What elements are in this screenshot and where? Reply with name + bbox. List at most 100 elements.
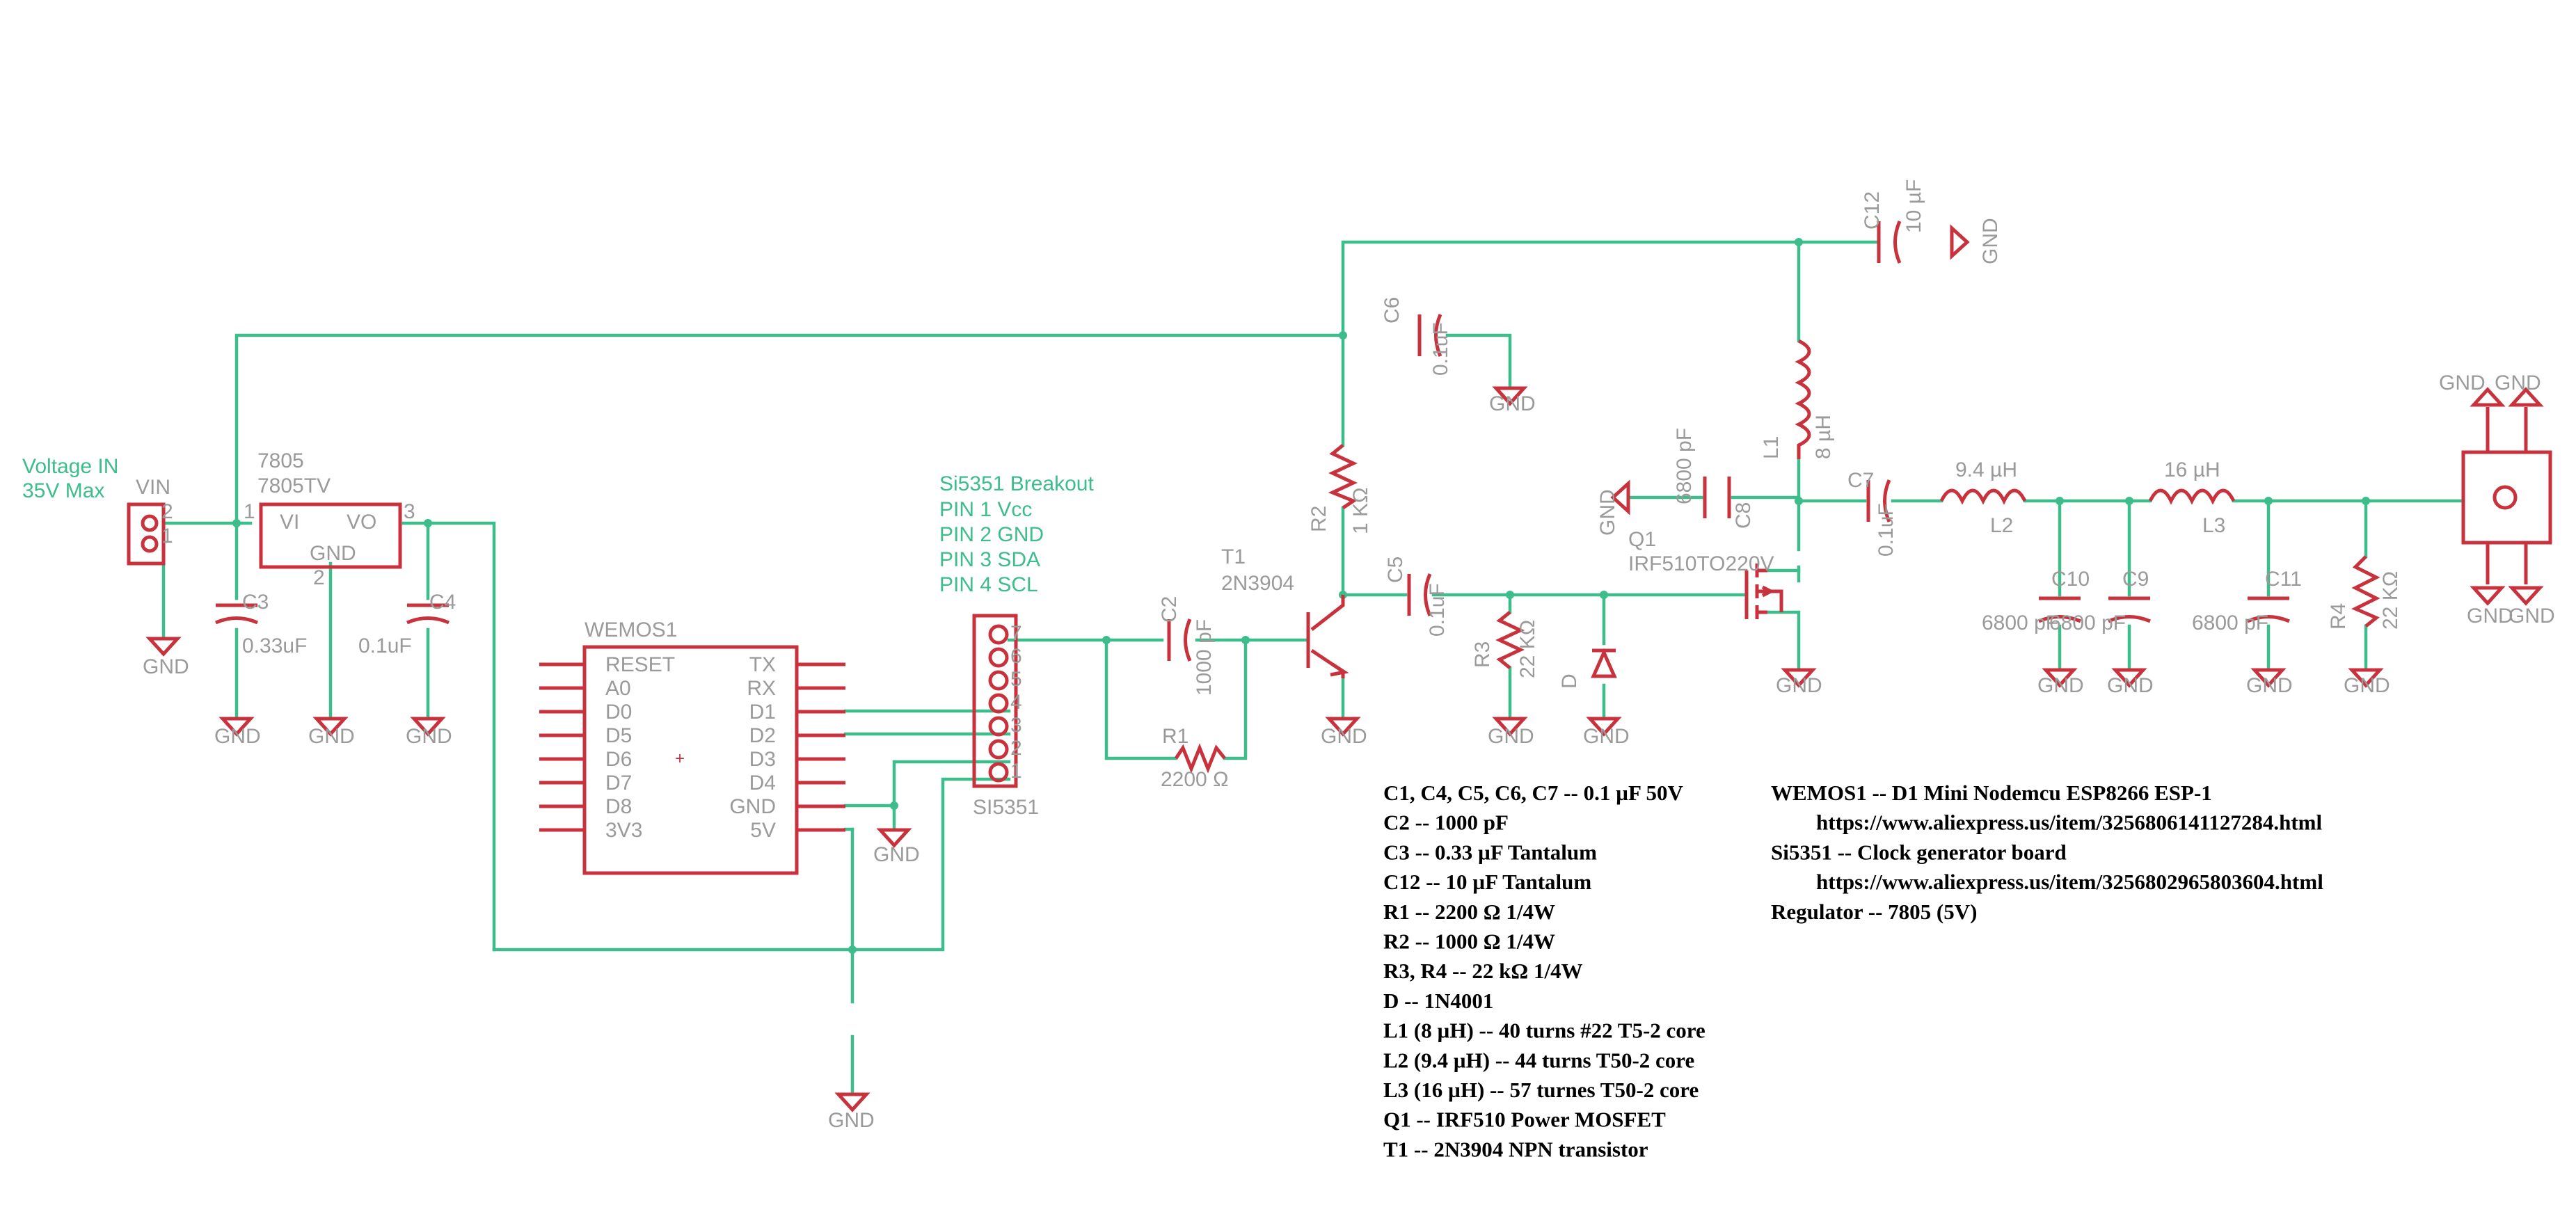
si-pin-circle[interactable] [988,693,1009,714]
reg-name-label: 7805 [257,449,304,472]
svg-text:GND: GND [214,725,261,748]
gnd-diode: GND [1583,717,1630,748]
inductor-l1[interactable]: L1 8 µH [1760,339,1835,459]
gnd-c10: GND [2037,668,2084,697]
inductor-l3[interactable]: 16 µH L3 [2148,458,2236,537]
svg-text:GND: GND [2495,372,2541,394]
svg-text:GND: GND [406,725,452,748]
svg-text:GND: GND [143,655,189,678]
regulator-7805[interactable]: 7805 7805TV VI VO GND 1 2 3 [244,449,415,589]
wemos-origin-mark: + [675,749,685,768]
gnd-c3: GND [214,717,261,748]
c6-value-label: 0.1uF [1429,322,1452,376]
gnd-ant-bottom-left: GND [2467,586,2513,628]
svg-text:GND: GND [1583,725,1630,748]
l1-name-label: L1 [1760,436,1783,459]
vin-connector[interactable]: 2 1 [127,500,173,566]
svg-text:GND: GND [2439,372,2486,394]
si-header-title: Si5351 Breakout [939,472,1094,495]
mosfet-q1[interactable]: Q1 IRF510TO220V [1628,528,1783,619]
d-name-label: D [1558,673,1581,689]
gnd-ant-top-left: GND [2439,372,2506,407]
svg-text:GND: GND [1596,489,1619,536]
vin-label: VIN [136,476,170,499]
gnd-emitter: GND [1321,717,1367,748]
gnd-r4: GND [2344,668,2390,697]
wemos-left-pin-label: D6 [605,748,632,771]
svg-text:GND: GND [828,1109,875,1132]
r3-name-label: R3 [1471,641,1494,668]
svg-text:GND: GND [1489,392,1536,415]
si-pin-description: PIN 3 SDA [939,548,1040,571]
reg-pin1-label: 1 [244,500,255,523]
capacitor-c3[interactable]: C3 0.33uF [215,591,307,657]
svg-text:GND: GND [1488,725,1534,748]
bom-left-line: C12 -- 10 µF Tantalum [1383,870,1591,894]
gnd-source: GND [1776,668,1822,697]
bom-left-line: D -- 1N4001 [1383,989,1493,1013]
inductor-l2[interactable]: 9.4 µH L2 [1939,458,2027,537]
si-pin-circle[interactable] [988,762,1009,783]
resistor-r4[interactable]: R4 22 KΩ [2327,555,2402,630]
gnd-c1: GND [828,1092,875,1132]
gnd-c9: GND [2107,668,2154,697]
capacitor-c6[interactable]: C6 0.1uF [1381,297,1452,376]
wemos-right-pin-label: D2 [749,724,776,747]
wires [161,240,2465,1094]
wemos-left-pin-label: 3V3 [605,819,642,842]
wemos-right-pin-label: TX [749,653,776,676]
transistor-t1[interactable]: T1 2N3904 [1221,545,1349,678]
resistor-r2[interactable]: R2 1 KΩ [1307,444,1372,534]
capacitor-c12[interactable]: C12 10 µF [1861,179,1925,264]
capacitor-c11[interactable]: C11 6800 pF [2192,568,2302,634]
si-pin-description: PIN 4 SCL [939,573,1038,596]
capacitor-c10[interactable]: C10 6800 pF [1982,568,2090,634]
si-pin-circle[interactable] [988,647,1009,668]
resistor-r1[interactable]: R1 2200 Ω [1161,725,1229,791]
capacitor-c7[interactable]: C7 0.1uF [1847,469,1898,557]
capacitor-c8[interactable]: 6800 pF C8 [1673,428,1755,529]
bom-notes-right: WEMOS1 -- D1 Mini Nodemcu ESP8266 ESP-1h… [1771,781,2323,924]
c3-value-label: 0.33uF [242,634,307,657]
reg-vo-label: VO [347,511,376,534]
c7-value-label: 0.1uF [1875,503,1898,557]
l2-name-label: L2 [1990,514,2013,537]
bom-left-line: R2 -- 1000 Ω 1/4W [1383,929,1555,954]
c9-value-label: 6800 pF [2049,612,2126,634]
capacitor-c5[interactable]: C5 0.1uF [1384,557,1449,637]
c5-name-label: C5 [1384,557,1407,583]
r2-name-label: R2 [1307,506,1330,532]
gnd-c6: GND [1489,386,1536,415]
capacitor-c9[interactable]: C9 6800 pF [2049,568,2151,634]
bom-right-line: https://www.aliexpress.us/item/325680614… [1816,810,2322,835]
c9-name-label: C9 [2122,568,2149,591]
svg-text:GND: GND [2509,605,2555,628]
bom-right-line: Si5351 -- Clock generator board [1771,840,2067,864]
gnd-c4: GND [406,717,452,748]
c10-name-label: C10 [2051,568,2090,591]
resistor-r3[interactable]: R3 22 KΩ [1471,611,1539,678]
si-pin-circle[interactable] [988,716,1009,737]
diode-d[interactable]: D [1558,648,1617,689]
antenna-connector[interactable] [2461,407,2552,584]
capacitor-c2[interactable]: C2 1000 pF [1158,596,1216,696]
si-pin-circle[interactable] [988,670,1009,691]
wemos-right-pin-label: 5V [750,819,776,842]
gnd-c11: GND [2246,668,2293,697]
c5-value-label: 0.1uF [1426,583,1449,637]
wemos-left-pin-label: D5 [605,724,632,747]
capacitor-c4[interactable]: C4 0.1uF [358,591,456,657]
l2-value-label: 9.4 µH [1955,458,2017,481]
wemos-left-pin-label: D7 [605,772,632,794]
si-pin-circle[interactable] [988,624,1009,645]
l1-value-label: 8 µH [1812,415,1835,459]
c2-name-label: C2 [1158,596,1181,623]
wemos-right-pin-label: D3 [749,748,776,771]
si-pin-circle[interactable] [988,739,1009,760]
gnd-c12: GND [1950,218,2002,264]
